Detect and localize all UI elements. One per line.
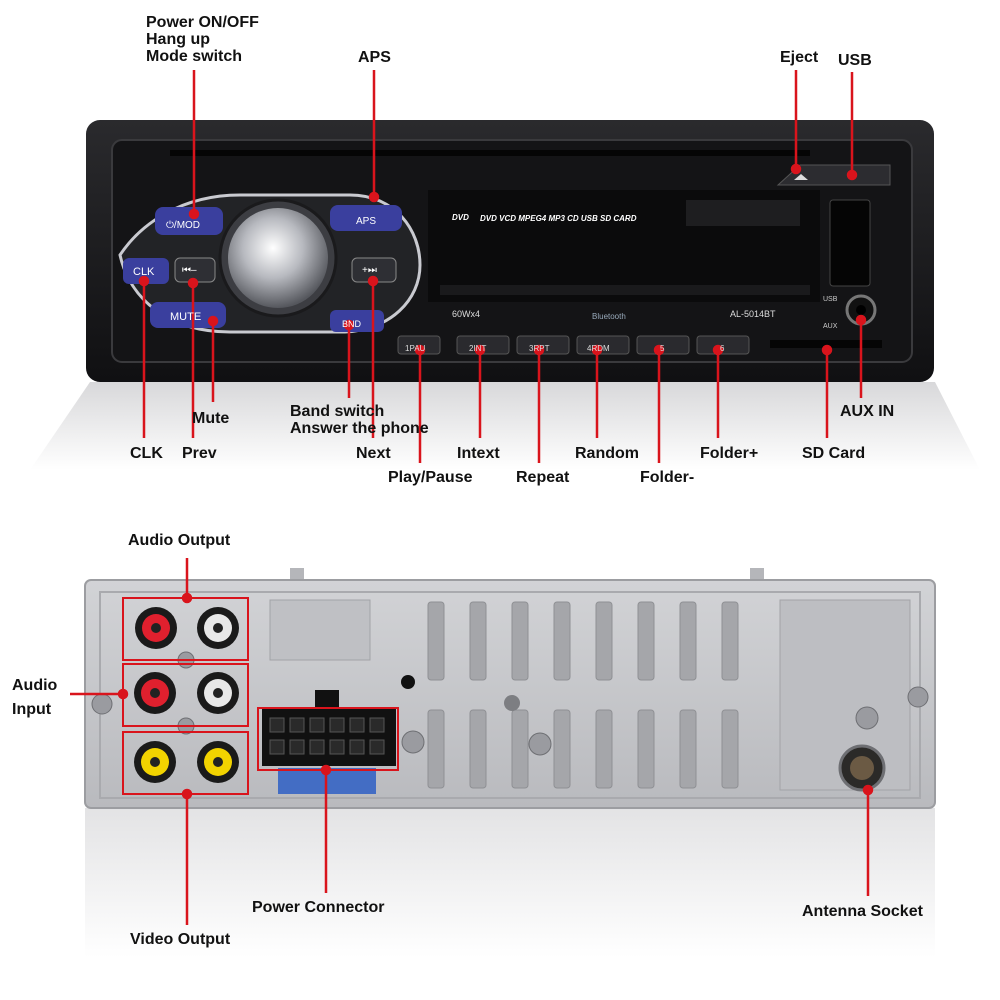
power-connector [262, 708, 396, 766]
volume-knob[interactable] [228, 208, 328, 308]
callout-prev: Prev [182, 445, 217, 462]
preset-1-label: 1PAU [405, 344, 426, 353]
preset-6-label: 6 [720, 344, 725, 353]
front-panel [86, 120, 934, 382]
rca-video-output [134, 741, 239, 783]
clk-button-label: CLK [133, 266, 155, 278]
sd-card-slot[interactable] [770, 340, 882, 348]
rca-audio-input [134, 672, 239, 714]
callout-sd-card: SD Card [802, 445, 866, 462]
callout-clk: CLK [130, 445, 163, 462]
preset-2-label: 2INT [469, 344, 487, 353]
preset-5-button[interactable] [636, 335, 690, 355]
callout-power-connector: Power Connector [252, 899, 385, 916]
next-button-label: +⏭ [362, 265, 377, 276]
callout-eject: Eject [780, 49, 819, 66]
callout-mute: Mute [192, 410, 230, 427]
rear-chassis [84, 568, 936, 809]
prev-button-label: ⏮– [182, 265, 197, 276]
mute-button[interactable] [150, 302, 226, 328]
mod-button-label: ⏻/MOD [166, 220, 201, 231]
dvd-logo: DVD [452, 213, 469, 222]
aps-button-label: APS [356, 216, 377, 227]
clk-button[interactable] [123, 258, 169, 284]
callout-power: Power ON/OFF Hang up Mode switch [146, 14, 259, 65]
aux-jack-label: AUX [823, 323, 838, 330]
callout-band-switch: Band switch Answer the phone [290, 403, 429, 437]
mod-button[interactable] [155, 207, 223, 235]
rear-chassis-reflection [85, 808, 935, 958]
rca-audio-output [135, 607, 239, 649]
bnd-button-label: BND [342, 319, 362, 329]
preset-4-label: 4RDM [587, 344, 610, 353]
usb-port[interactable] [829, 199, 871, 287]
bnd-button[interactable] [330, 310, 384, 332]
callout-random: Random [575, 445, 639, 462]
power-rating-text: 60Wx4 [452, 309, 481, 319]
preset-4rdm-button[interactable] [576, 335, 630, 355]
usb-port-label: USB [823, 296, 838, 303]
front-panel-reflection [30, 382, 980, 470]
callout-video-output: Video Output [130, 931, 231, 948]
callout-aps: APS [358, 49, 391, 66]
model-text: AL-5014BT [730, 309, 776, 319]
callout-audio-input: Audio Input [12, 677, 58, 718]
callout-audio-output: Audio Output [128, 532, 231, 549]
callout-usb: USB [838, 52, 872, 69]
callout-intext: Intext [457, 445, 500, 462]
preset-6-button[interactable] [696, 335, 750, 355]
mute-button-label: MUTE [170, 311, 202, 323]
callout-folder-minus: Folder- [640, 469, 695, 486]
callout-folder-plus: Folder+ [700, 445, 759, 462]
callout-antenna-socket: Antenna Socket [802, 903, 923, 920]
callout-next: Next [356, 445, 391, 462]
preset-5-label: 5 [660, 344, 665, 353]
preset-3-label: 3RPT [529, 344, 550, 353]
aps-button[interactable] [330, 205, 402, 231]
preset-3rpt-button[interactable] [516, 335, 570, 355]
bluetooth-text: Bluetooth [592, 312, 626, 321]
callout-play-pause: Play/Pause [388, 469, 473, 486]
formats-text: DVD VCD MPEG4 MP3 CD USB SD CARD [480, 214, 637, 223]
callout-leaders [70, 70, 874, 925]
callout-aux-in: AUX IN [840, 403, 895, 420]
callout-repeat: Repeat [516, 469, 570, 486]
